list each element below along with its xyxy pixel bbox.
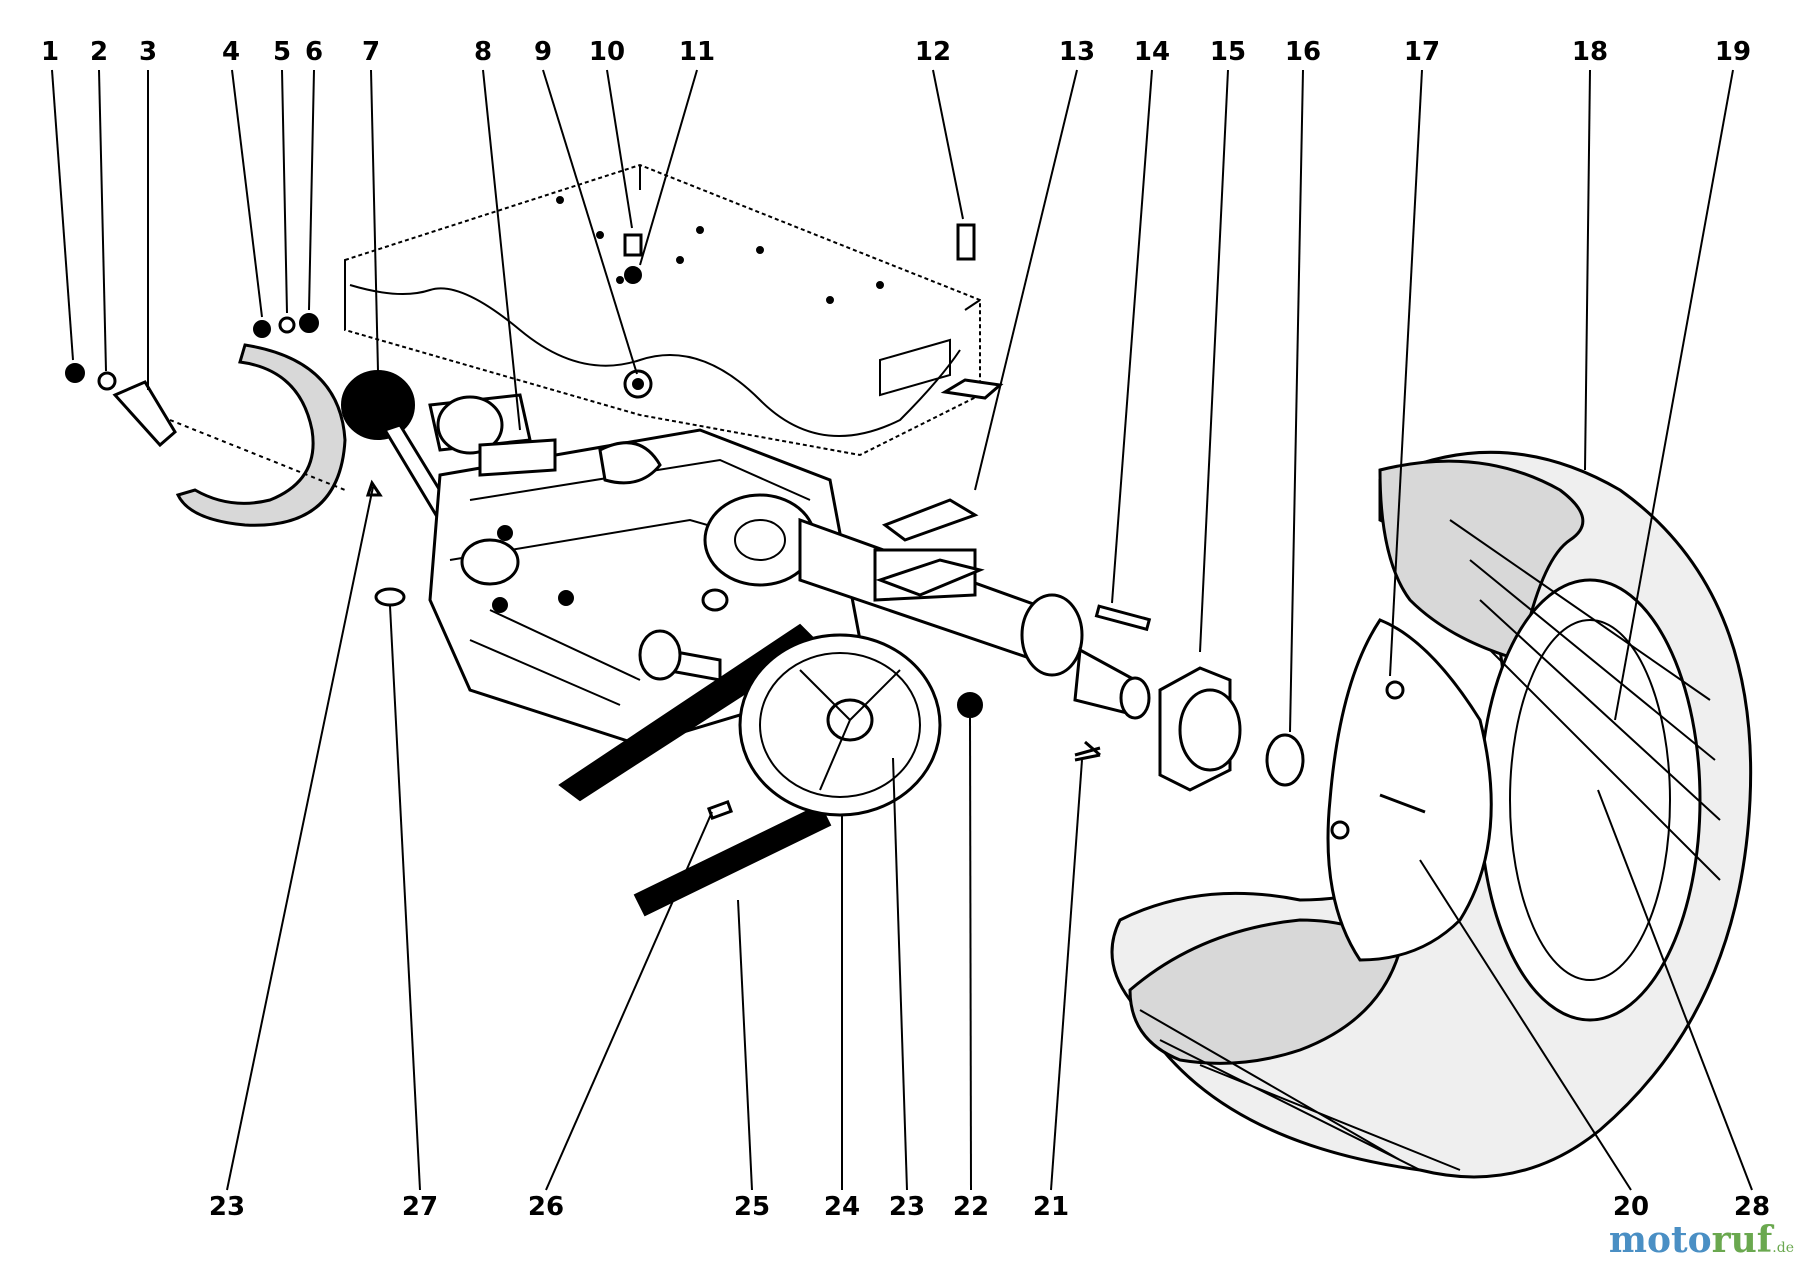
callout-27: 27 bbox=[402, 1192, 438, 1222]
callout-8: 8 bbox=[474, 37, 492, 67]
callout-17: 17 bbox=[1404, 37, 1440, 67]
callout-6: 6 bbox=[305, 37, 323, 67]
pulley-and-belt bbox=[558, 623, 942, 917]
callout-23-right: 23 bbox=[889, 1192, 925, 1222]
chassis-plate bbox=[344, 163, 981, 457]
callout-11: 11 bbox=[679, 37, 715, 67]
callout-25: 25 bbox=[734, 1192, 770, 1222]
callout-15: 15 bbox=[1210, 37, 1246, 67]
callout-14: 14 bbox=[1134, 37, 1170, 67]
callout-10: 10 bbox=[589, 37, 625, 67]
watermark: motoruf.de bbox=[1609, 1219, 1794, 1261]
watermark-part2: ruf bbox=[1711, 1219, 1773, 1261]
watermark-suffix: .de bbox=[1772, 1240, 1794, 1256]
wheel-and-tire bbox=[1110, 450, 1753, 1179]
callout-21: 21 bbox=[1033, 1192, 1069, 1222]
callout-18: 18 bbox=[1572, 37, 1608, 67]
callout-16: 16 bbox=[1285, 37, 1321, 67]
callout-24: 24 bbox=[824, 1192, 860, 1222]
callout-1: 1 bbox=[41, 37, 59, 67]
callout-12: 12 bbox=[915, 37, 951, 67]
leader-lines bbox=[51, 69, 1753, 1191]
callout-28: 28 bbox=[1734, 1192, 1770, 1222]
callout-26: 26 bbox=[528, 1192, 564, 1222]
watermark-part1: moto bbox=[1608, 1219, 1712, 1261]
callout-7: 7 bbox=[362, 37, 380, 67]
bracket-strap bbox=[65, 313, 347, 527]
callout-5: 5 bbox=[273, 37, 291, 67]
small-hardware bbox=[374, 223, 1426, 882]
callout-4: 4 bbox=[222, 37, 240, 67]
callout-20: 20 bbox=[1613, 1192, 1649, 1222]
callouts-top: 1 2 3 4 5 6 7 8 9 10 11 12 13 14 15 16 1… bbox=[41, 37, 1751, 67]
callouts-bottom: 23 27 26 25 24 23 22 21 20 28 bbox=[209, 1192, 1770, 1222]
callout-13: 13 bbox=[1059, 37, 1095, 67]
callout-9: 9 bbox=[534, 37, 552, 67]
callout-22: 22 bbox=[953, 1192, 989, 1222]
callout-19: 19 bbox=[1715, 37, 1751, 67]
callout-23-left: 23 bbox=[209, 1192, 245, 1222]
callout-3: 3 bbox=[139, 37, 157, 67]
callout-2: 2 bbox=[90, 37, 108, 67]
